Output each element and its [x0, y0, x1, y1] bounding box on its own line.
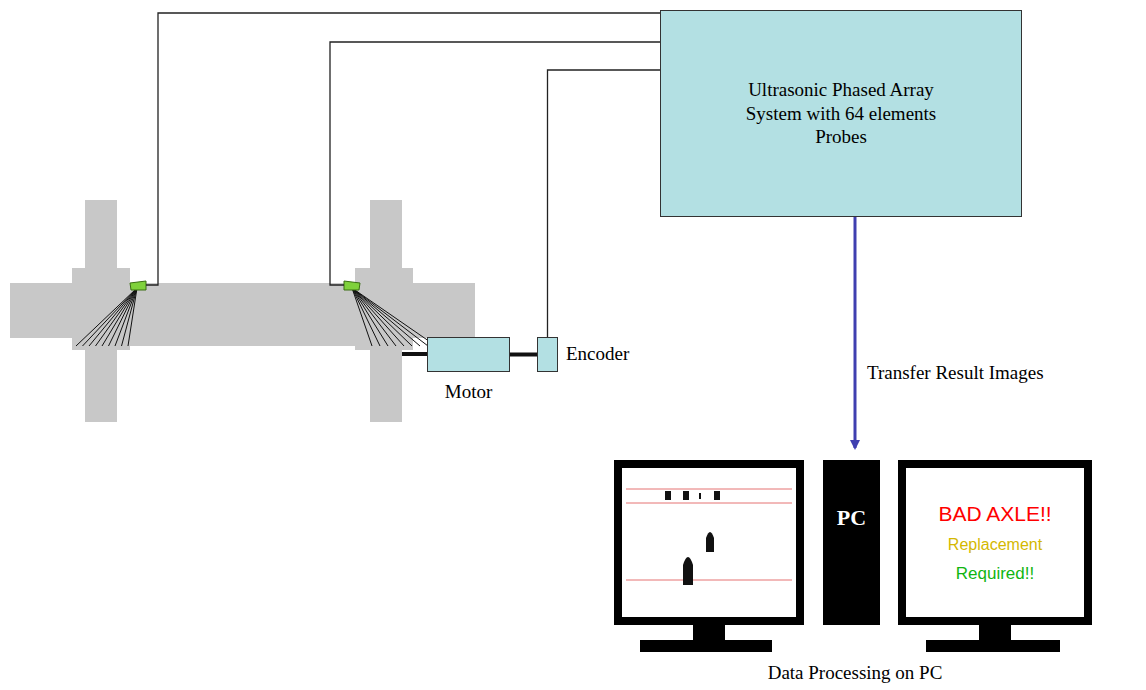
edge-label: Transfer Result Images: [865, 362, 1046, 384]
encoder-box: Encoder: [537, 337, 558, 372]
probe: [344, 281, 360, 290]
axle: [10, 200, 475, 422]
node-text: Motor: [445, 380, 493, 404]
node-text: PC: [837, 504, 866, 532]
pc-tower: PC: [823, 460, 880, 625]
node-text: BAD AXLE!!: [938, 501, 1051, 527]
wire: [510, 353, 537, 357]
system-box: Ultrasonic Phased Array System with 64 e…: [660, 10, 1022, 217]
node-text: Replacement: [948, 535, 1042, 555]
motor-shaft: [402, 352, 427, 356]
node-text: Ultrasonic Phased Array System with 64 e…: [726, 78, 956, 149]
monitor: [898, 460, 1092, 652]
probe-wire: [146, 13, 660, 285]
data-arrow: [854, 217, 857, 448]
wire: [548, 70, 661, 337]
probe-wire: [330, 42, 660, 285]
monitor-screen: BAD AXLE!! ReplacementRequired!!: [906, 468, 1084, 617]
monitor: [614, 460, 804, 652]
node-text: Encoder: [566, 342, 629, 366]
caption-label: Data Processing on PC: [768, 662, 943, 684]
node-text: Required!!: [956, 563, 1034, 584]
probe: [130, 281, 146, 290]
motor-box: Motor: [427, 337, 510, 372]
beam-rays: [76, 288, 436, 346]
